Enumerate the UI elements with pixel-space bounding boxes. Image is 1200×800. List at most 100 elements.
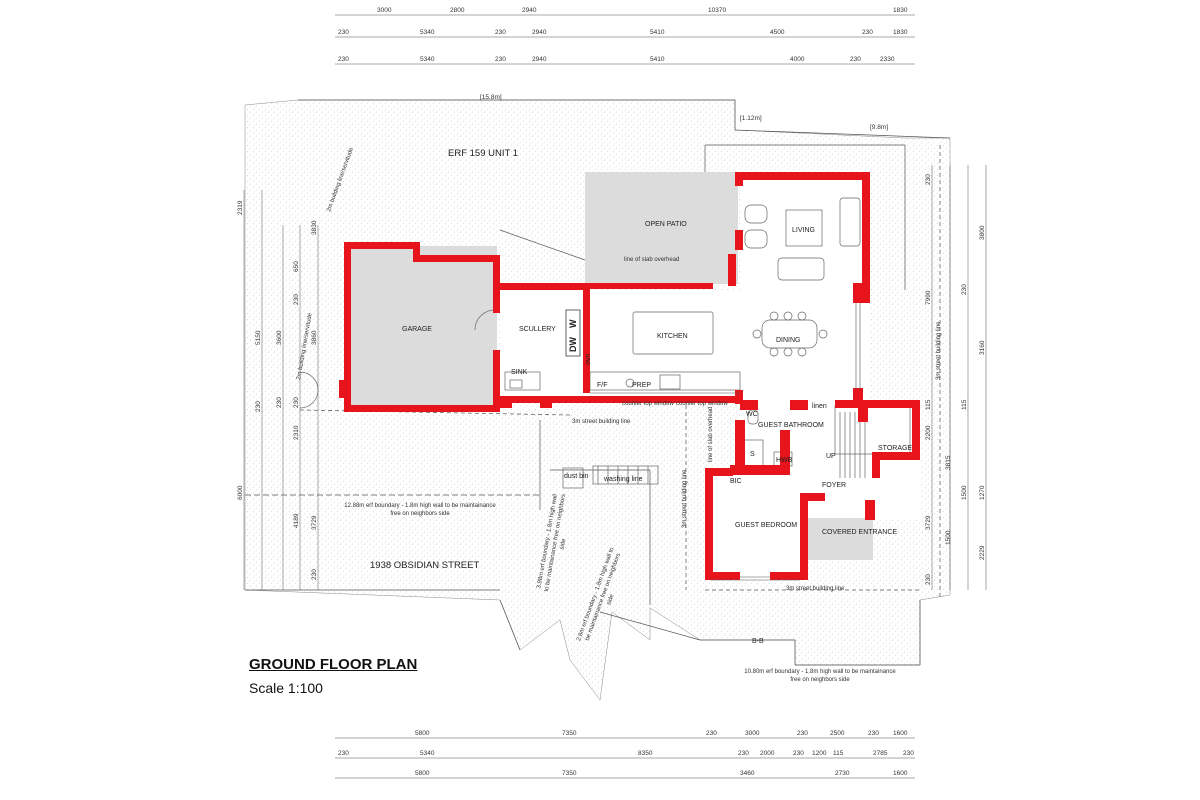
bottom-dim-3-2: 3460	[740, 770, 755, 777]
bottom-dim-1-3: 3000	[745, 730, 760, 737]
left-dim-0: 2319	[237, 200, 244, 215]
open-patio-fill	[585, 172, 738, 284]
bottom-dim-2-1: 5340	[420, 750, 435, 757]
right-dim-7: 1270	[979, 485, 986, 500]
top-dim-2-5: 4500	[770, 29, 785, 36]
living-armchair-1	[744, 204, 768, 224]
room-bb: B-B	[752, 638, 764, 645]
dim-1-12m: [1.12m]	[740, 115, 762, 122]
left-dim-labels: 2319 3830 230 5150 3860 230 2310 6000 41…	[237, 200, 318, 580]
living-coffee-table	[785, 209, 823, 247]
top-dim-1-0: 3000	[377, 7, 392, 14]
top-dim-2-1: 5340	[420, 29, 435, 36]
top-dim-1-1: 2800	[450, 7, 465, 14]
bottom-dim-2-6: 1200	[812, 750, 827, 757]
bottom-dim-1-4: 230	[797, 730, 808, 737]
top-dim-1-4: 1830	[893, 7, 908, 14]
right-dim-10: 230	[925, 574, 932, 585]
top-dim-1-2: 2940	[522, 7, 537, 14]
room-hwb: HWB	[776, 457, 793, 464]
left-dim-8: 4189	[293, 513, 300, 528]
left-dim-1: 3830	[311, 220, 318, 235]
left-dim-5: 230	[293, 397, 300, 408]
room-ovn: ovn	[585, 354, 592, 365]
room-labels: GARAGE SCULLERY OPEN PATIO LIVING KITCHE…	[402, 221, 912, 645]
left-dim-2: 230	[293, 294, 300, 305]
room-w: W	[568, 319, 578, 328]
left-dimensions	[243, 190, 319, 590]
room-covered-entrance: COVERED ENTRANCE	[822, 529, 897, 536]
erf-unit-label: ERF 159 UNIT 1	[448, 148, 518, 159]
walls	[339, 172, 920, 580]
dw-block	[565, 309, 581, 357]
right-dim-0: 230	[925, 174, 932, 185]
kitchen-island	[632, 311, 714, 355]
room-scullery: SCULLERY	[519, 326, 556, 333]
left-dim-9: 3729	[311, 515, 318, 530]
room-foyer: FOYER	[822, 482, 846, 489]
bottom-dim-2-9: 230	[903, 750, 914, 757]
bottom-dimensions	[335, 737, 915, 779]
top-dimensions	[335, 14, 915, 65]
right-dim-2: 7990	[925, 290, 932, 305]
top-dim-3-1: 5340	[420, 56, 435, 63]
right-dim-8: 1500	[961, 485, 968, 500]
bottom-dim-3-4: 1600	[893, 770, 908, 777]
bottom-dim-3-0: 5800	[415, 770, 430, 777]
bottom-dim-1-2: 230	[706, 730, 717, 737]
note-boundary-bottom: 10.80m erf boundary - 1.8m high wall to …	[744, 669, 896, 683]
note-street-line-2: 3m street building line	[786, 586, 845, 592]
room-storage: STORAGE	[878, 445, 912, 452]
top-dim-3-3: 2940	[532, 56, 547, 63]
room-sink: SINK	[511, 369, 528, 376]
street-name-label: 1938 OBSIDIAN STREET	[370, 560, 479, 571]
garage-fill	[347, 246, 497, 412]
bottom-dim-1-6: 230	[868, 730, 879, 737]
room-washing-line: washing line	[603, 476, 643, 483]
room-s: S	[750, 451, 755, 458]
bottom-dim-2-0: 230	[338, 750, 349, 757]
living-rug	[777, 257, 825, 281]
right-dim-1: 3800	[979, 225, 986, 240]
left-dim-10: 230	[311, 569, 318, 580]
room-open-patio: OPEN PATIO	[645, 221, 687, 228]
top-dim-row-1: 3000 2800 2940 10370 1830	[377, 7, 908, 14]
dim-9-8m: [9.8m]	[870, 124, 888, 131]
left-dim-14: 230	[276, 397, 283, 408]
boundary-bottom-wrap: 10.80m erf boundary - 1.8m high wall to …	[744, 669, 896, 683]
note-street-line-4: 3m street building line	[936, 321, 942, 380]
bottom-dim-1-0: 5800	[415, 730, 430, 737]
room-wc: WC	[746, 411, 758, 418]
right-dim-5: 115	[961, 399, 968, 410]
top-dim-3-4: 5410	[650, 56, 665, 63]
top-dim-2-7: 1830	[893, 29, 908, 36]
top-dim-2-3: 2940	[532, 29, 547, 36]
room-dw: DW	[568, 337, 578, 352]
boundary-left-wrap: 12.88m erf boundary - 1.8m high wall to …	[344, 503, 495, 517]
room-up: UP	[826, 453, 836, 460]
left-dim-4: 3860	[311, 330, 318, 345]
right-dimensions	[931, 165, 987, 590]
room-garage: GARAGE	[402, 326, 432, 333]
top-dim-2-2: 230	[495, 29, 506, 36]
left-dim-6: 2310	[293, 425, 300, 440]
room-dining: DINING	[776, 337, 801, 344]
bottom-dim-1-5: 2500	[830, 730, 845, 737]
note-street-line-3: 3m street building line	[682, 469, 688, 528]
room-linen: linen	[812, 403, 827, 410]
top-dim-1-3: 10370	[708, 7, 726, 14]
top-dim-3-0: 230	[338, 56, 349, 63]
bottom-dim-row-2: 230 5340 8350 230 2000 230 1200 115 2785…	[338, 750, 914, 757]
right-dim-labels: 230 3800 7990 230 3160 115 2200 1270 150…	[925, 174, 986, 585]
left-dim-7: 6000	[237, 485, 244, 500]
right-dim-14: 115	[925, 399, 932, 410]
top-dim-row-3: 230 5340 230 2940 5410 4000 230 2330	[338, 56, 895, 63]
top-dim-3-6: 230	[850, 56, 861, 63]
sink-counter	[504, 371, 541, 391]
bottom-dim-row-3: 5800 7350 3460 2730 1600	[415, 770, 908, 777]
left-dim-11: 650	[293, 261, 300, 272]
note-counter-window-2: counter top window	[676, 401, 728, 407]
dust-bin-rect	[562, 467, 584, 489]
dim-15-8m: [15.8m]	[480, 94, 502, 101]
